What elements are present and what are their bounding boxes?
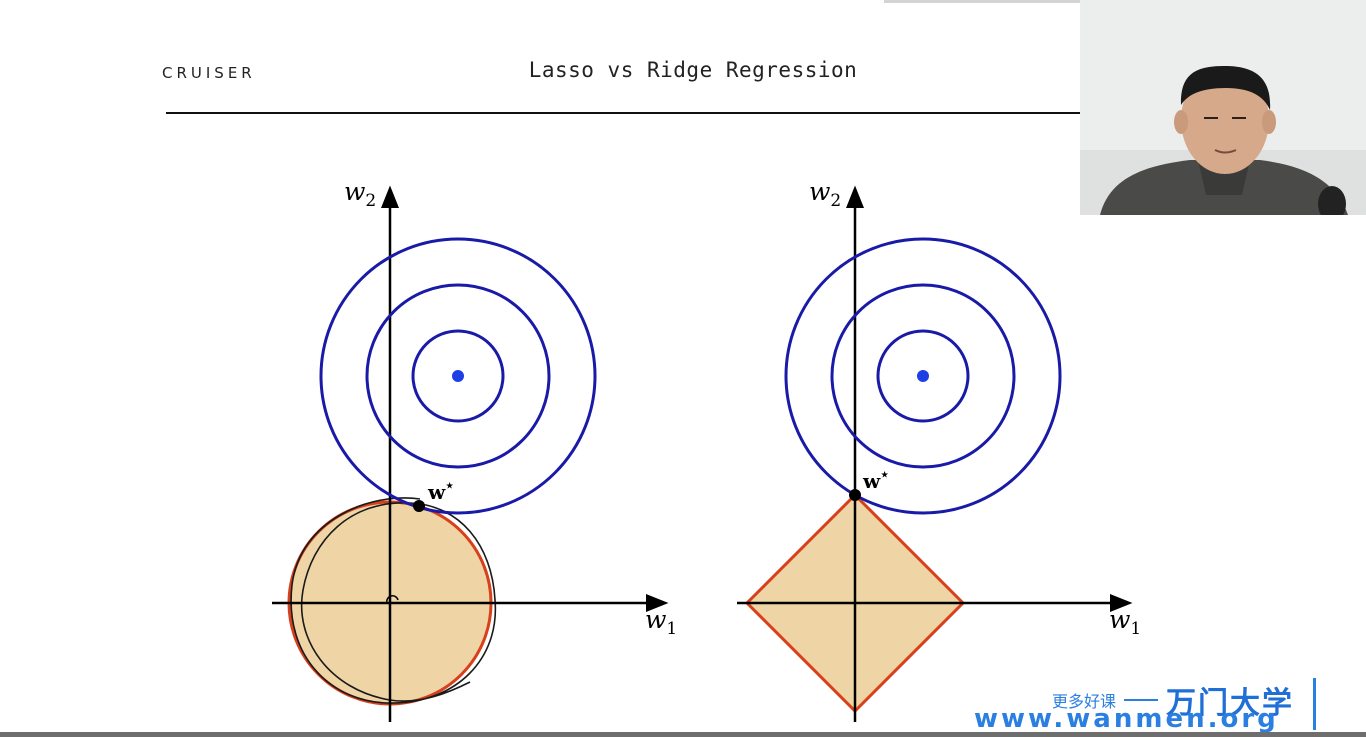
lasso-w1-label: w1 [1109, 605, 1141, 639]
handdrawn-annotation [290, 497, 497, 704]
brand-logo: CRUISER [162, 64, 256, 82]
lasso-panel: w⋆ w2 w1 [737, 177, 1141, 722]
ridge-center-dot [452, 370, 464, 382]
lasso-contour-middle [830, 283, 1016, 469]
watermark-url: www.wanmen.org [974, 704, 1279, 734]
watermark-dash [1124, 699, 1158, 701]
presenter-webcam [1080, 0, 1366, 215]
ridge-solution-point [413, 500, 425, 512]
ridge-contour-inner [411, 329, 505, 423]
watermark: 更多好课 万门大学 www.wanmen.org [970, 674, 1350, 734]
presenter-figure [1080, 0, 1366, 215]
bottom-bar [0, 732, 1366, 737]
ridge-w1-label: w1 [645, 605, 677, 639]
lasso-contour-outer [784, 237, 1062, 515]
ridge-panel: w⋆ w2 w1 [272, 177, 677, 722]
lasso-contour-inner [876, 329, 970, 423]
watermark-headline: 更多好课 万门大学 [1052, 678, 1294, 722]
lasso-solution-label: w⋆ [862, 467, 889, 493]
lasso-center-dot [917, 370, 929, 382]
ridge-w2-label: w2 [344, 177, 376, 211]
ridge-solution-label: w⋆ [427, 478, 454, 504]
top-strip [884, 0, 1170, 3]
ridge-contour-outer [319, 237, 597, 515]
slide-title: Lasso vs Ridge Regression [528, 58, 858, 82]
lasso-w2-label: w2 [809, 177, 841, 211]
lasso-solution-point [849, 489, 861, 501]
ridge-contour-middle [365, 283, 551, 469]
title-divider [166, 112, 1080, 114]
watermark-brand: 万门大学 [1166, 686, 1294, 721]
watermark-tagline: 更多好课 [1051, 692, 1116, 711]
origin-mark [386, 595, 399, 604]
watermark-bar [1313, 678, 1316, 730]
